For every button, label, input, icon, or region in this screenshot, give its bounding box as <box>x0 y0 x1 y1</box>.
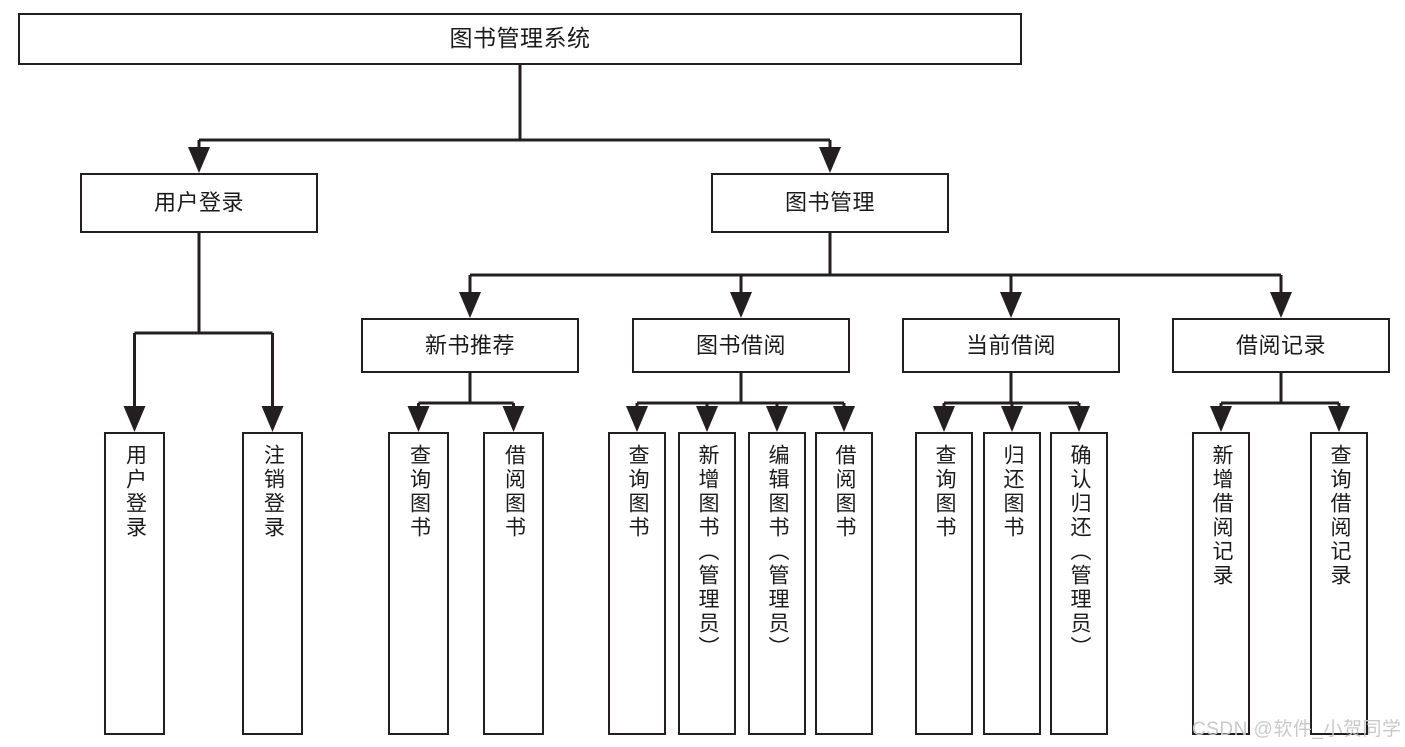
arrow-head <box>766 406 788 432</box>
arrow-head <box>730 292 752 318</box>
node-book-borrow: 图书借阅 <box>632 318 850 373</box>
arrow-head <box>933 406 955 432</box>
node-label: 查询借阅记录 <box>1328 444 1352 588</box>
node-user-login: 用户登录 <box>80 173 318 233</box>
node-leaf-logout: 注销登录 <box>242 432 303 735</box>
node-label: 用户登录 <box>153 190 244 216</box>
node-label: 注销登录 <box>261 444 285 540</box>
node-label: 图书借阅 <box>695 332 786 358</box>
node-label: 新增图书（管理员） <box>696 444 720 660</box>
node-label: 当前借阅 <box>965 332 1056 358</box>
arrow-head <box>459 292 481 318</box>
node-label: 借阅图书 <box>833 444 857 540</box>
node-leaf-confirm-return: 确认归还（管理员） <box>1050 432 1108 735</box>
node-leaf-query-book-rec: 查询图书 <box>388 432 449 735</box>
node-label: 归还图书 <box>1001 444 1025 540</box>
node-label: 用户登录 <box>123 444 147 540</box>
node-leaf-borrow-book-rec: 借阅图书 <box>483 432 544 735</box>
arrow-head <box>1328 406 1350 432</box>
node-leaf-add-record: 新增借阅记录 <box>1192 432 1250 735</box>
watermark-text: CSDN @软件_小贺同学 <box>1192 719 1402 740</box>
node-label: 图书管理 <box>784 190 875 216</box>
node-new-book-recommend: 新书推荐 <box>361 318 579 373</box>
node-leaf-user-login: 用户登录 <box>104 432 165 735</box>
node-borrow-record: 借阅记录 <box>1172 318 1390 373</box>
arrow-head <box>1270 292 1292 318</box>
arrow-head <box>1001 406 1023 432</box>
node-label: 借阅记录 <box>1235 332 1326 358</box>
node-label: 查询图书 <box>626 444 650 540</box>
node-leaf-add-book: 新增图书（管理员） <box>678 432 736 735</box>
node-book-manage: 图书管理 <box>711 173 949 233</box>
node-label: 借阅图书 <box>502 444 526 540</box>
node-leaf-query-book-cur: 查询图书 <box>915 432 973 735</box>
arrow-head <box>261 406 284 432</box>
node-label: 确认归还（管理员） <box>1068 444 1092 660</box>
arrow-head <box>696 406 718 432</box>
node-leaf-edit-book: 编辑图书（管理员） <box>748 432 806 735</box>
node-leaf-borrow-book: 借阅图书 <box>815 432 873 735</box>
node-root: 图书管理系统 <box>18 13 1022 65</box>
arrow-head <box>833 406 855 432</box>
node-label: 查询图书 <box>407 444 431 540</box>
arrow-head <box>188 147 210 173</box>
arrow-head <box>1068 406 1090 432</box>
node-leaf-return-book: 归还图书 <box>983 432 1041 735</box>
node-label: 编辑图书（管理员） <box>766 444 790 660</box>
node-leaf-query-record: 查询借阅记录 <box>1310 432 1368 735</box>
node-label: 新增借阅记录 <box>1210 444 1234 588</box>
node-current-borrow: 当前借阅 <box>902 318 1120 373</box>
arrow-head <box>819 147 841 173</box>
arrow-head <box>407 406 430 432</box>
arrow-head <box>502 406 525 432</box>
arrow-head <box>1000 292 1022 318</box>
node-label: 新书推荐 <box>424 332 515 358</box>
arrow-head <box>626 406 648 432</box>
node-leaf-query-book: 查询图书 <box>608 432 666 735</box>
node-label: 查询图书 <box>933 444 957 540</box>
node-label: 图书管理系统 <box>449 25 591 52</box>
arrow-head <box>123 406 146 432</box>
arrow-head <box>1210 406 1232 432</box>
